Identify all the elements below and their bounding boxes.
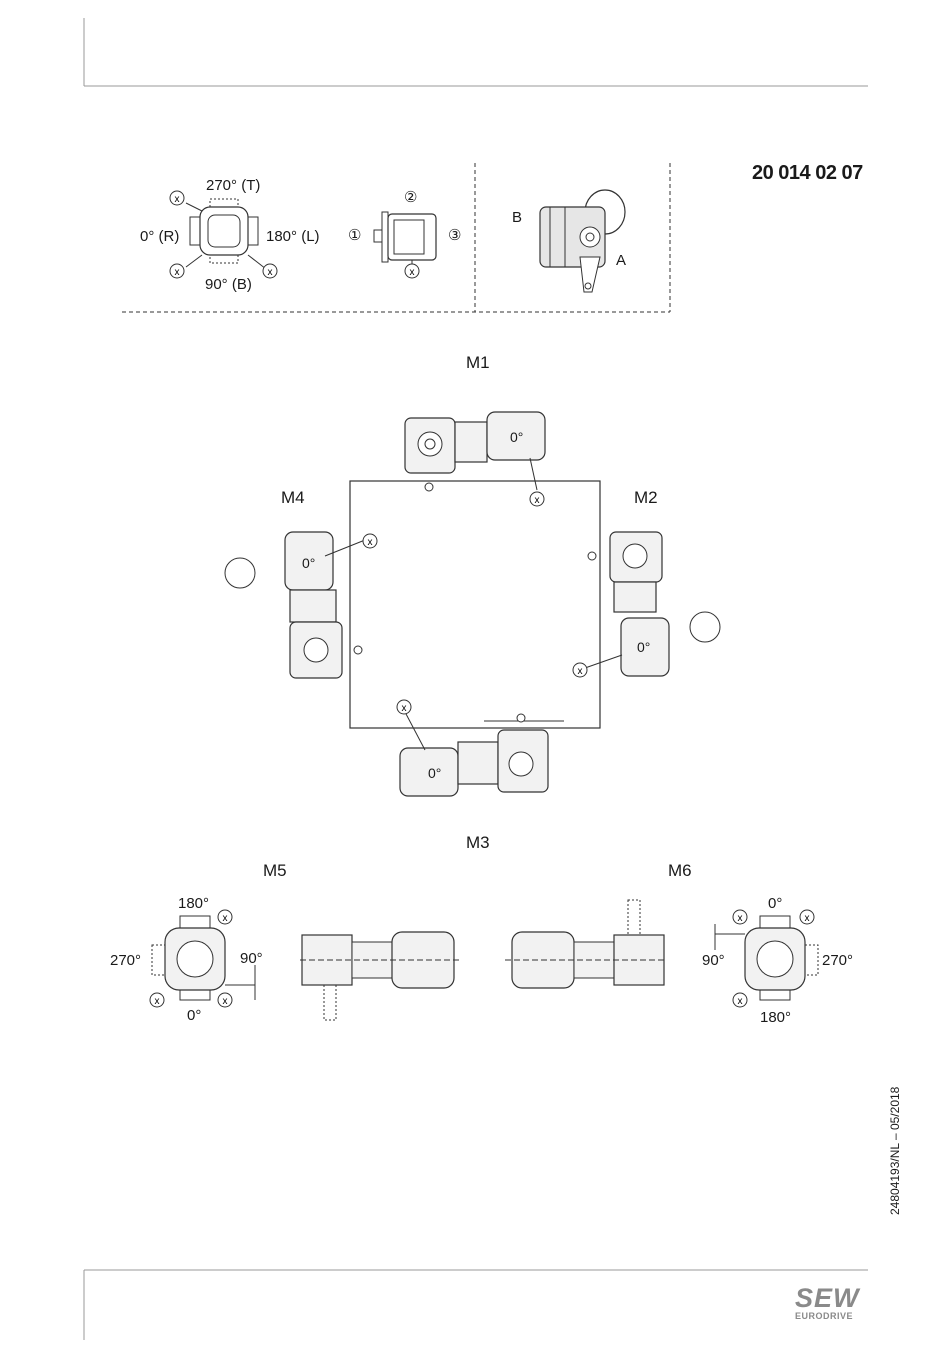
m5-angle-left: 270° xyxy=(110,953,141,968)
svg-text:x: x xyxy=(805,913,810,924)
m6-angle-bottom: 180° xyxy=(760,1010,791,1025)
mounting-positions-diagram xyxy=(0,0,950,820)
m5-angle-top: 180° xyxy=(178,896,209,911)
m5-angle-right: 90° xyxy=(240,951,263,966)
motor-angle-label: 0° xyxy=(428,766,441,780)
position-label-m6: M6 xyxy=(668,862,692,879)
position-label-m3: M3 xyxy=(466,834,490,851)
svg-text:x: x xyxy=(578,666,583,677)
marker-x-icon: x xyxy=(732,909,748,925)
m6-angle-left: 90° xyxy=(702,953,725,968)
svg-text:x: x xyxy=(738,913,743,924)
svg-text:x: x xyxy=(368,537,373,548)
marker-x-icon: x xyxy=(396,699,412,715)
marker-x-icon: x xyxy=(217,909,233,925)
position-label-m5: M5 xyxy=(263,862,287,879)
svg-text:x: x xyxy=(738,996,743,1007)
svg-text:x: x xyxy=(402,703,407,714)
motor-angle-label: 0° xyxy=(510,430,523,444)
sew-eurodrive-logo: SEW EURODRIVE xyxy=(795,1285,873,1319)
document-reference: 24804193/NL – 05/2018 xyxy=(888,1087,902,1215)
marker-x-icon: x xyxy=(799,909,815,925)
marker-x-icon: x xyxy=(732,992,748,1008)
logo-main-text: SEW xyxy=(795,1285,873,1312)
logo-sub-text: EURODRIVE xyxy=(795,1312,873,1321)
marker-x-icon: x xyxy=(362,533,378,549)
marker-x-icon: x xyxy=(149,992,165,1008)
motor-angle-label: 0° xyxy=(302,556,315,570)
marker-x-icon: x xyxy=(572,662,588,678)
m5-angle-bottom: 0° xyxy=(187,1008,201,1023)
m6-angle-right: 270° xyxy=(822,953,853,968)
svg-text:x: x xyxy=(155,996,160,1007)
motor-angle-label: 0° xyxy=(637,640,650,654)
svg-text:x: x xyxy=(223,913,228,924)
svg-text:x: x xyxy=(535,495,540,506)
marker-x-icon: x xyxy=(529,491,545,507)
marker-x-icon: x xyxy=(217,992,233,1008)
svg-text:x: x xyxy=(223,996,228,1007)
m6-angle-top: 0° xyxy=(768,896,782,911)
